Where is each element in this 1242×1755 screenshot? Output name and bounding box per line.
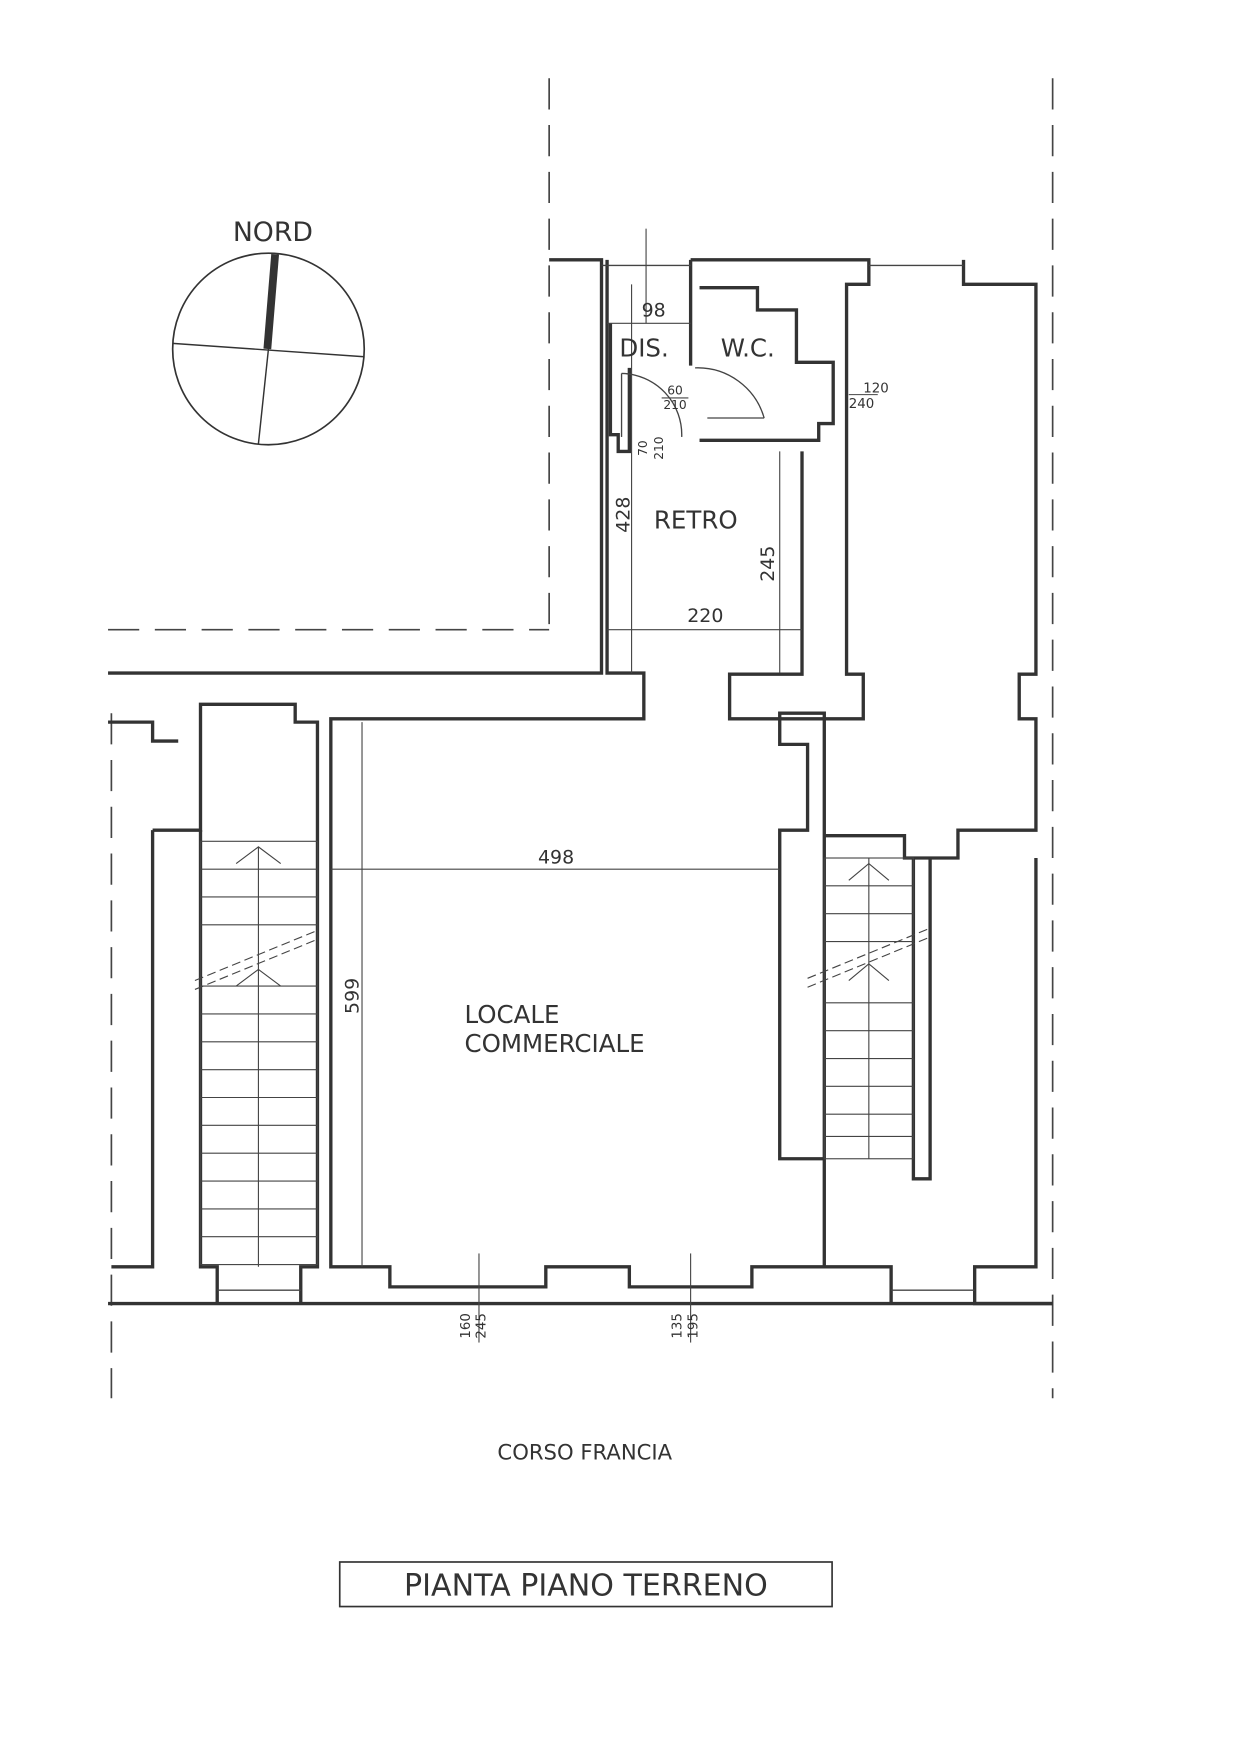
- window1-width: 160: [459, 1313, 474, 1339]
- door-wc-height: 210: [663, 398, 686, 412]
- window-wc-width: 120: [863, 381, 889, 396]
- compass-label: NORD: [233, 217, 313, 248]
- window-wc-height: 240: [849, 397, 875, 412]
- door-dis-height: 210: [652, 436, 666, 459]
- room-label-wc: W.C.: [721, 334, 775, 363]
- room-label-locale-1: LOCALE: [464, 1000, 559, 1029]
- room-label-locale-2: COMMERCIALE: [464, 1029, 644, 1058]
- dimension-lines: [330, 228, 803, 1343]
- property-boundary: [108, 78, 1054, 1399]
- dim-retro-width: 220: [687, 605, 723, 627]
- plan-title: PIANTA PIANO TERRENO: [404, 1568, 768, 1603]
- door-wc-width: 60: [667, 384, 683, 398]
- door-dis-width: 70: [636, 440, 650, 456]
- dim-retro-depth: 428: [612, 497, 634, 533]
- window2-width: 135: [671, 1313, 686, 1339]
- staircase-left: [194, 840, 319, 1267]
- dim-retro-inner: 245: [757, 546, 779, 582]
- room-label-dis: DIS.: [619, 334, 668, 363]
- title-box: [338, 1561, 833, 1608]
- window2-height: 195: [686, 1313, 701, 1339]
- walls: [108, 258, 1053, 1306]
- staircase-right: [807, 857, 931, 1160]
- north-compass-icon: [171, 252, 366, 446]
- dim-locale-width: 498: [538, 847, 574, 869]
- window1-height: 245: [475, 1313, 490, 1339]
- dim-locale-depth: 599: [342, 978, 364, 1014]
- room-label-retro: RETRO: [654, 505, 738, 534]
- door-swings: [620, 367, 765, 437]
- dim-dis-width: 98: [642, 300, 666, 322]
- street-label: CORSO FRANCIA: [497, 1440, 672, 1465]
